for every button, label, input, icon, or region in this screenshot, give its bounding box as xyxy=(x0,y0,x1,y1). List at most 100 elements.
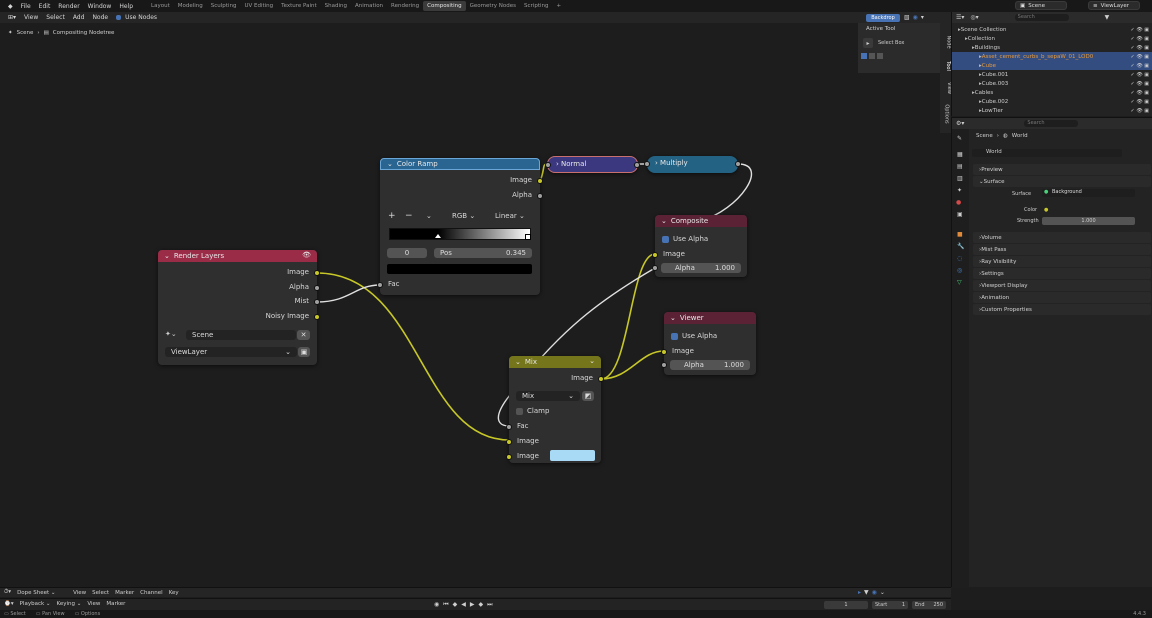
outliner-item[interactable]: ▸ Cube✓ 👁 ▣ xyxy=(952,61,1152,70)
chevron-down-icon[interactable]: ⌄ xyxy=(387,160,393,168)
chevron-down-icon[interactable]: ⌄ xyxy=(164,252,170,260)
remove-stop-button[interactable]: − xyxy=(405,211,413,221)
outliner-item[interactable]: ▸ Buildings✓ 👁 ▣ xyxy=(952,43,1152,52)
filter-icon[interactable]: ▼ xyxy=(864,589,869,596)
stop-index-field[interactable]: 0 xyxy=(387,248,427,258)
output-socket-normal[interactable] xyxy=(634,162,640,168)
alpha-field[interactable]: Alpha1.000 xyxy=(661,263,741,273)
outliner-search-input[interactable]: Search xyxy=(1015,14,1069,21)
output-socket-image[interactable] xyxy=(598,376,604,382)
color-socket-icon[interactable]: ● xyxy=(1044,207,1048,213)
output-socket-alpha[interactable] xyxy=(537,193,543,199)
proportional-icon[interactable]: ◉ xyxy=(872,589,877,596)
current-frame-field[interactable]: 1 xyxy=(824,601,868,609)
panel-preview[interactable]: › Preview xyxy=(973,164,1151,175)
outliner-item[interactable]: ▸ Scene Collection✓ 👁 ▣ xyxy=(952,25,1152,34)
display-mode-icon[interactable]: ◎▾ xyxy=(970,14,978,21)
use-alpha-checkbox[interactable]: Use Alpha xyxy=(671,332,717,340)
panel-custom-properties[interactable]: › Custom Properties xyxy=(973,304,1151,315)
outliner-item[interactable]: ▸ Collection✓ 👁 ▣ xyxy=(952,34,1152,43)
editor-type-icon[interactable]: ⌚▾ xyxy=(4,601,14,607)
clamp-checkbox[interactable]: Clamp xyxy=(516,407,549,415)
play-reverse-icon[interactable]: ◀ xyxy=(461,601,466,609)
collection-tab-icon[interactable]: ▣ xyxy=(957,211,963,218)
link-renderlayers-mist-to-colorramp-fac[interactable] xyxy=(317,285,380,302)
panel-settings[interactable]: › Settings xyxy=(973,268,1151,279)
visibility-icons[interactable]: ✓ 👁 ▣ xyxy=(1131,90,1149,96)
render-layers-node[interactable]: ⌄Render Layers 👁 Image Alpha Mist Noisy … xyxy=(158,250,317,365)
ramp-gradient[interactable] xyxy=(389,228,531,240)
prev-keyframe-icon[interactable]: ◆ xyxy=(453,601,458,609)
input-socket-fac[interactable] xyxy=(377,282,383,288)
filter-icon[interactable]: ▼ xyxy=(1105,14,1110,21)
jump-start-icon[interactable]: ⏮ xyxy=(443,601,448,609)
menu-select[interactable]: Select xyxy=(92,590,109,596)
chevron-down-icon[interactable]: ⌄ xyxy=(515,358,521,366)
chevron-down-icon[interactable]: ⌄ xyxy=(661,217,667,225)
world-tab-icon[interactable]: ● xyxy=(956,199,961,206)
outliner-item[interactable]: ▸ Cube.001✓ 👁 ▣ xyxy=(952,70,1152,79)
stop-color-swatch[interactable] xyxy=(387,264,532,274)
chevron-down-icon[interactable]: ⌄ xyxy=(670,314,676,322)
color-ramp-header[interactable]: ⌄Color Ramp xyxy=(380,158,540,170)
visibility-icons[interactable]: ✓ 👁 ▣ xyxy=(1131,72,1149,78)
outliner-item[interactable]: ▸ Cube.002✓ 👁 ▣ xyxy=(952,97,1152,106)
multiply-node[interactable]: › Multiply xyxy=(647,156,738,173)
output-tab-icon[interactable]: ▤ xyxy=(957,163,963,170)
visibility-icons[interactable]: ✓ 👁 ▣ xyxy=(1131,108,1149,114)
output-socket-mist[interactable] xyxy=(314,299,320,305)
menu-channel[interactable]: Channel xyxy=(140,590,163,596)
record-icon[interactable]: ◉ xyxy=(434,601,439,609)
strength-field[interactable]: 1.000 xyxy=(1042,217,1135,225)
view-layer-selector[interactable]: ≡ViewLayer xyxy=(1088,1,1140,10)
visibility-icons[interactable]: ✓ 👁 ▣ xyxy=(1131,63,1149,69)
jump-end-icon[interactable]: ⏭ xyxy=(487,601,492,609)
output-socket-image[interactable] xyxy=(537,178,543,184)
menu-playback[interactable]: Playback ⌄ xyxy=(20,601,51,607)
input-socket-image[interactable] xyxy=(661,349,667,355)
stop-position-field[interactable]: Pos0.345 xyxy=(434,248,532,258)
view-layer-dropdown[interactable]: ViewLayer⌄ xyxy=(165,347,297,357)
input-socket-image[interactable] xyxy=(652,252,658,258)
blend-mode-dropdown[interactable]: Mix⌄ xyxy=(516,391,580,401)
ramp-stop-handle[interactable] xyxy=(435,234,441,238)
image-2-color-swatch[interactable] xyxy=(550,450,595,461)
output-socket-alpha[interactable] xyxy=(314,285,320,291)
outliner-item[interactable]: ▸ Cables✓ 👁 ▣ xyxy=(952,88,1152,97)
menu-view[interactable]: View xyxy=(73,590,86,596)
mix-node[interactable]: ⌄Mix ⌄ Image Mix⌄ ◩ Clamp Fac Image Imag… xyxy=(509,356,601,463)
add-stop-button[interactable]: + xyxy=(388,211,396,221)
properties-search-input[interactable]: Search xyxy=(1024,120,1078,127)
scene-field[interactable]: Scene xyxy=(186,330,296,340)
play-icon[interactable]: ▶ xyxy=(470,601,475,609)
panel-mist-pass[interactable]: › Mist Pass xyxy=(973,244,1151,255)
collapse-icon[interactable]: ⌄ xyxy=(589,357,595,365)
visibility-icons[interactable]: ✓ 👁 ▣ xyxy=(1131,81,1149,87)
scene-tab-icon[interactable]: ✦ xyxy=(957,187,962,194)
link-renderlayers-image-to-mix-image[interactable] xyxy=(317,273,509,440)
use-alpha-icon[interactable]: ◩ xyxy=(582,391,594,401)
render-tab-icon[interactable]: ▦ xyxy=(957,151,963,158)
input-socket-multiply[interactable] xyxy=(644,161,650,167)
scene-selector[interactable]: ▣Scene xyxy=(1015,1,1067,10)
editor-type-icon[interactable]: ⏱▾ xyxy=(4,589,11,596)
outliner-item[interactable]: ▸ Asset_cement_curbs_b_sepaW_01_LOD0✓ 👁 … xyxy=(952,52,1152,61)
alpha-field[interactable]: Alpha1.000 xyxy=(670,360,750,370)
menu-key[interactable]: Key xyxy=(169,590,179,596)
menu-marker[interactable]: Marker xyxy=(115,590,134,596)
select-icon[interactable]: ▸ xyxy=(858,589,861,596)
clear-scene-icon[interactable]: ✕ xyxy=(297,330,310,340)
data-tab-icon[interactable]: ▽ xyxy=(957,279,962,286)
eye-icon[interactable]: 👁 xyxy=(302,251,311,259)
color-mode-dropdown[interactable]: RGB ⌄ xyxy=(452,212,475,220)
output-socket-multiply[interactable] xyxy=(735,161,741,167)
menu-marker[interactable]: Marker xyxy=(106,601,125,607)
menu-view[interactable]: View xyxy=(87,601,100,607)
composite-node[interactable]: ⌄Composite Use Alpha Image Alpha1.000 xyxy=(655,215,747,277)
interpolation-dropdown[interactable]: Linear ⌄ xyxy=(495,212,525,220)
editor-type-icon[interactable]: ⚙▾ xyxy=(956,120,964,127)
visibility-icons[interactable]: ✓ 👁 ▣ xyxy=(1131,27,1149,33)
world-name-field[interactable]: World xyxy=(972,149,1122,157)
composite-header[interactable]: ⌄Composite xyxy=(655,215,747,227)
menu-keying[interactable]: Keying ⌄ xyxy=(57,601,82,607)
